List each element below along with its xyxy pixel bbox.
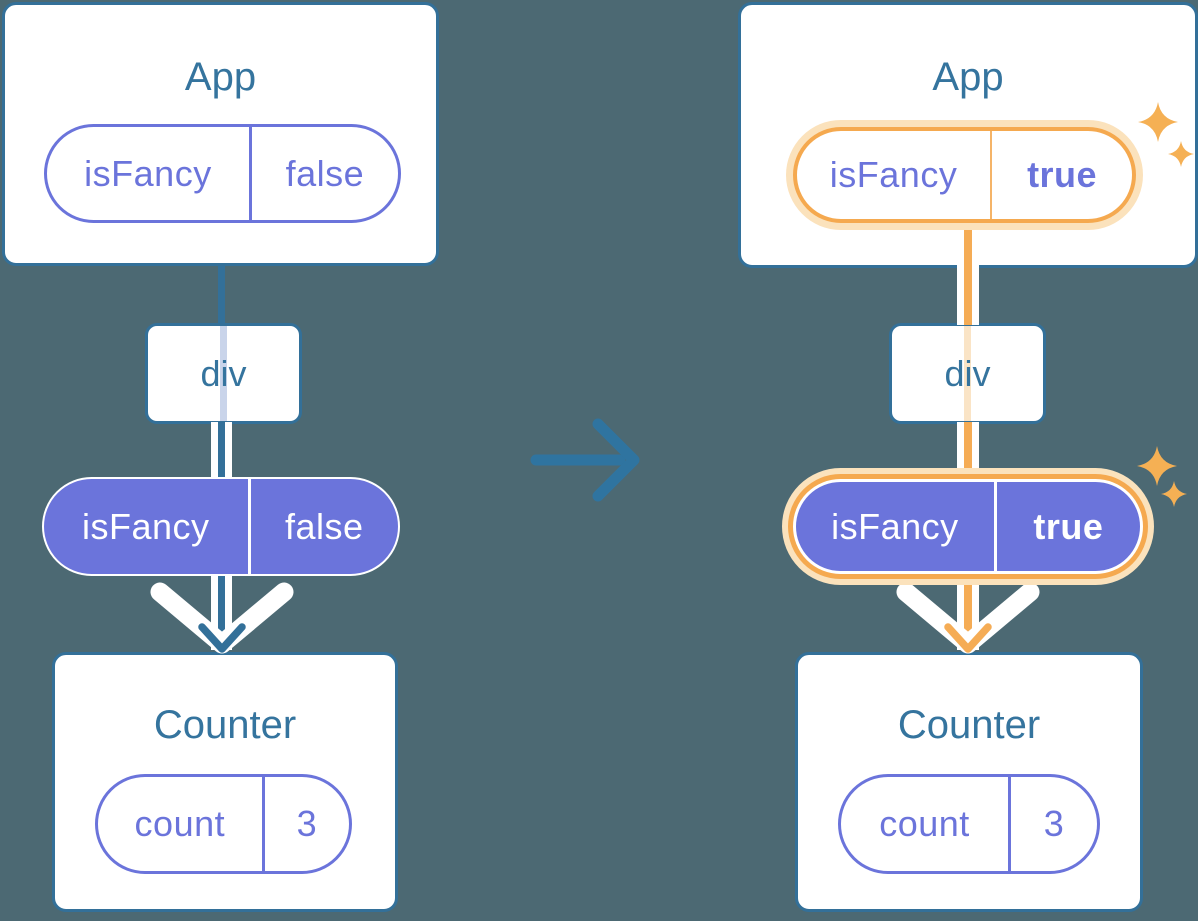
div-node-left: div bbox=[145, 323, 302, 424]
prop-pipe-left-wall bbox=[225, 422, 232, 479]
prop-pipe-left-wall bbox=[211, 422, 218, 479]
state-name: count bbox=[879, 803, 970, 844]
prop-value: true bbox=[993, 482, 1140, 571]
prop-pipe-left-core bbox=[218, 574, 225, 644]
transition-arrow-icon bbox=[530, 418, 640, 502]
prop-pipe-left-core bbox=[218, 422, 225, 479]
state-pill-counter-right: count 3 bbox=[838, 774, 1100, 874]
state-pill-app-right: isFancy true bbox=[793, 127, 1136, 223]
prop-pipe-right-wall bbox=[957, 422, 964, 479]
prop-pill-right: isFancy true bbox=[793, 479, 1143, 574]
state-pill-counter-left: count 3 bbox=[95, 774, 352, 874]
edge-app-to-div-left bbox=[218, 264, 225, 325]
sparkle-icon bbox=[1138, 102, 1194, 167]
prop-value: false bbox=[247, 479, 398, 574]
prop-pipe-right-core bbox=[964, 224, 972, 325]
prop-name: isFancy bbox=[831, 505, 959, 547]
prop-pipe-right-wall bbox=[957, 224, 964, 325]
component-title: App bbox=[932, 55, 1004, 99]
state-name: isFancy bbox=[829, 154, 958, 195]
prop-pipe-right-wall bbox=[957, 582, 964, 650]
div-label: div bbox=[944, 352, 991, 394]
prop-pill-left: isFancy false bbox=[42, 477, 400, 576]
prop-pipe-right-wall bbox=[972, 224, 979, 325]
prop-pipe-left-wall bbox=[211, 574, 218, 650]
sparkle-icon bbox=[1137, 446, 1187, 507]
component-title: Counter bbox=[153, 703, 297, 747]
component-title: Counter bbox=[897, 703, 1041, 747]
state-value: 3 bbox=[261, 777, 349, 871]
prop-pipe-left-wall bbox=[225, 574, 232, 650]
prop-pipe-right-wall bbox=[972, 582, 979, 650]
div-label: div bbox=[200, 352, 247, 394]
state-name: count bbox=[134, 803, 226, 844]
edge-arrowhead-icon bbox=[198, 623, 246, 653]
edge-arrowhead-icon bbox=[944, 623, 992, 653]
state-value: false bbox=[248, 127, 398, 220]
prop-name: isFancy bbox=[82, 505, 210, 547]
state-pill-app-left: isFancy false bbox=[44, 124, 401, 223]
state-value: true bbox=[990, 131, 1132, 219]
div-node-right: div bbox=[889, 323, 1046, 424]
component-title: App bbox=[184, 55, 257, 99]
state-value: 3 bbox=[1007, 777, 1097, 871]
pass-through-line bbox=[220, 326, 227, 421]
pass-through-line bbox=[964, 326, 971, 421]
state-name: isFancy bbox=[84, 152, 212, 194]
prop-pipe-right-core bbox=[964, 582, 972, 644]
prop-pipe-right-wall bbox=[972, 422, 979, 479]
prop-pipe-right-core bbox=[964, 422, 972, 479]
